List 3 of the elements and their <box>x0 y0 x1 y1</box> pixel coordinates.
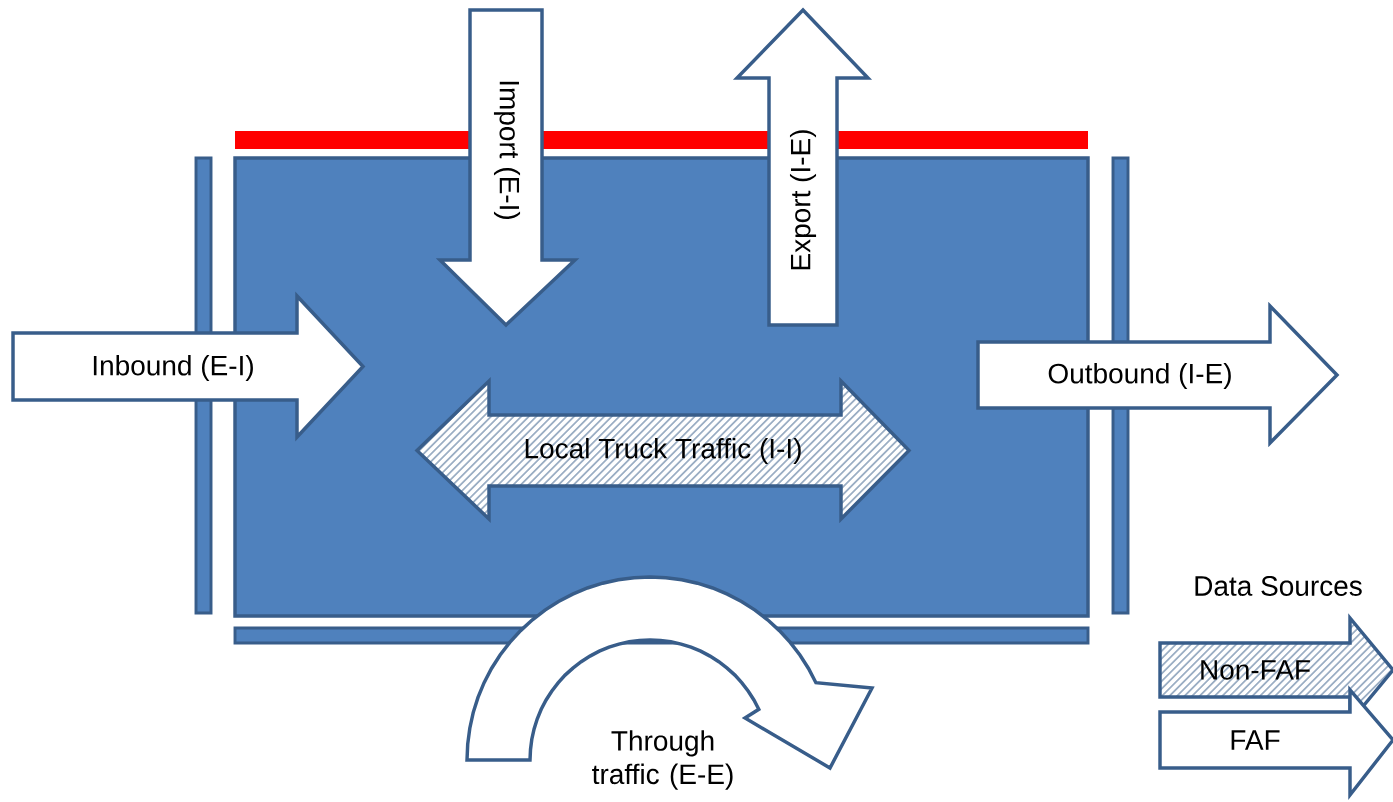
node-label: traffic (E-E) <box>592 763 733 790</box>
node-label: Through <box>611 730 714 757</box>
legend-title: Data Sources <box>1195 576 1362 596</box>
